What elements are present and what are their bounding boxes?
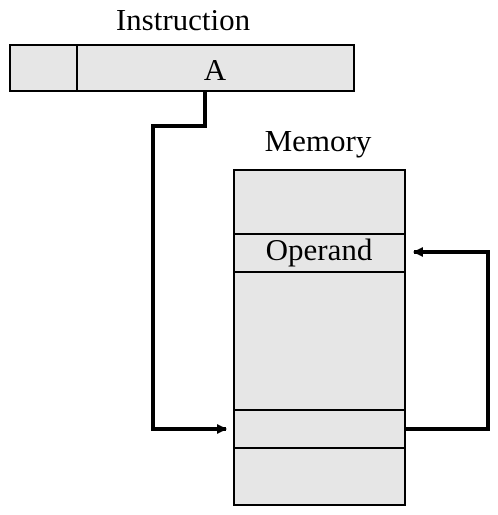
indirect-pointer-arrow [405,247,490,431]
memory-outline [233,169,406,506]
address-field-label: A [204,52,227,87]
memory-label: Memory [265,123,372,158]
address-pointer-arrow [151,91,227,434]
memory-block: Operand [233,169,406,506]
instruction-label: Instruction [116,2,251,37]
opcode-field [9,44,78,92]
address-field [76,44,355,92]
operand-label: Operand [266,232,373,267]
instruction-register: A [9,44,355,92]
